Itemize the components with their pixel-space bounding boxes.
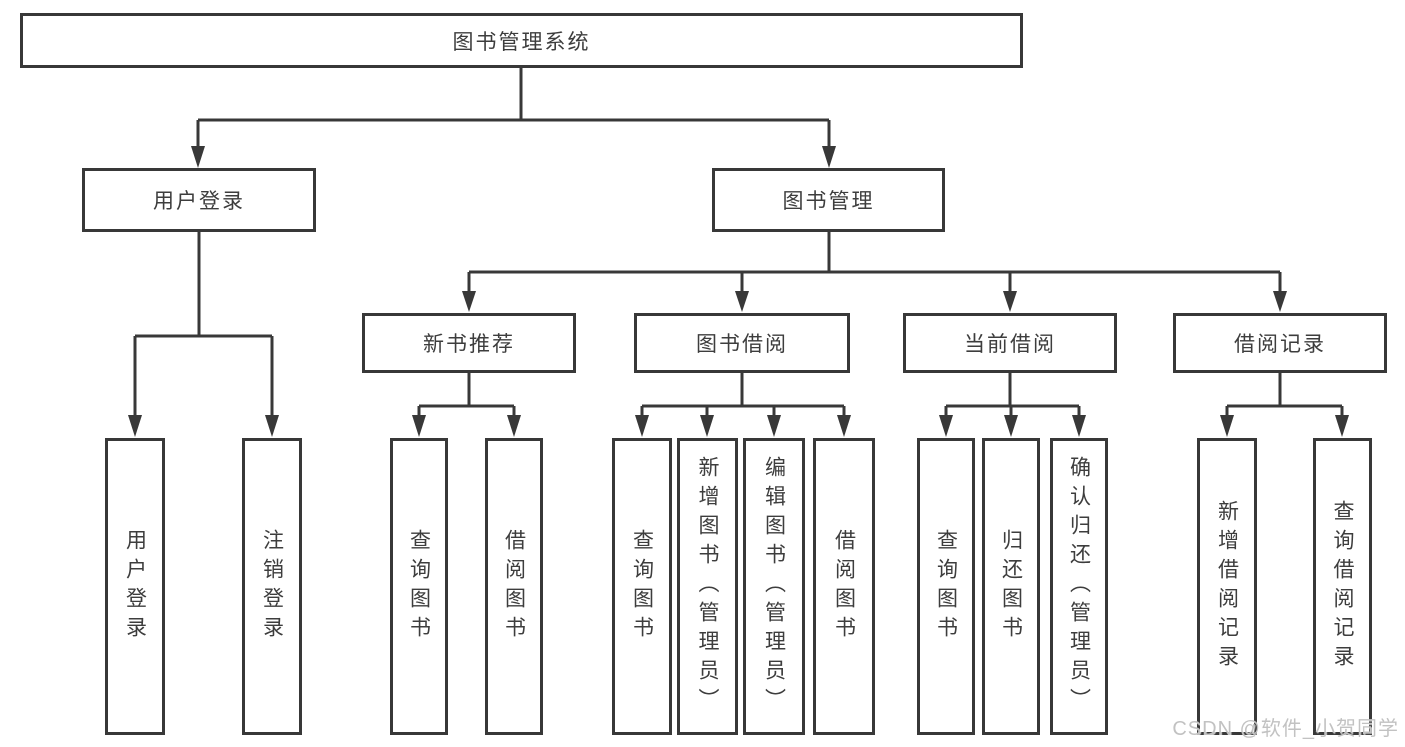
- leaf-recommend-borrow-books: 借阅图书: [485, 438, 543, 735]
- leaf-query-borrow-record-label: 查询借阅记录: [1331, 499, 1354, 674]
- node-new-book-recommend: 新书推荐: [362, 313, 576, 373]
- leaf-confirm-return-admin-label: 确认归还（管理员）: [1067, 456, 1091, 717]
- leaf-borrow-borrow-books-label: 借阅图书: [832, 528, 856, 645]
- leaf-edit-books-admin: 编辑图书（管理员）: [743, 438, 805, 735]
- leaf-current-query-books-label: 查询图书: [934, 528, 958, 645]
- node-book-borrow: 图书借阅: [634, 313, 850, 373]
- node-library-management-system: 图书管理系统: [20, 13, 1023, 68]
- node-borrow-records: 借阅记录: [1173, 313, 1387, 373]
- leaf-recommend-query-books: 查询图书: [390, 438, 448, 735]
- leaf-current-query-books: 查询图书: [917, 438, 975, 735]
- leaf-borrow-query-books: 查询图书: [612, 438, 672, 735]
- leaf-add-books-admin: 新增图书（管理员）: [677, 438, 738, 735]
- csdn-watermark: CSDN @软件_小贺同学: [1172, 718, 1399, 740]
- leaf-return-books: 归还图书: [982, 438, 1040, 735]
- leaf-add-borrow-record: 新增借阅记录: [1197, 438, 1257, 735]
- leaf-user-login-label: 用户登录: [123, 528, 147, 645]
- node-book-management: 图书管理: [712, 168, 945, 232]
- leaf-recommend-borrow-books-label: 借阅图书: [502, 528, 526, 645]
- leaf-add-borrow-record-label: 新增借阅记录: [1215, 499, 1239, 674]
- leaf-borrow-query-books-label: 查询图书: [630, 528, 654, 645]
- leaf-query-borrow-record: 查询借阅记录: [1313, 438, 1372, 735]
- leaf-borrow-borrow-books: 借阅图书: [813, 438, 875, 735]
- leaf-logout-login-label: 注销登录: [260, 528, 284, 645]
- leaf-return-books-label: 归还图书: [999, 528, 1023, 645]
- arrowhead-icons: [128, 146, 1349, 437]
- node-user-login: 用户登录: [82, 168, 316, 232]
- node-current-borrow: 当前借阅: [903, 313, 1117, 373]
- leaf-edit-books-admin-label: 编辑图书（管理员）: [762, 456, 786, 717]
- leaf-user-login: 用户登录: [105, 438, 165, 735]
- leaf-logout-login: 注销登录: [242, 438, 302, 735]
- leaf-confirm-return-admin: 确认归还（管理员）: [1050, 438, 1108, 735]
- leaf-add-books-admin-label: 新增图书（管理员）: [696, 456, 719, 717]
- leaf-recommend-query-books-label: 查询图书: [407, 528, 431, 645]
